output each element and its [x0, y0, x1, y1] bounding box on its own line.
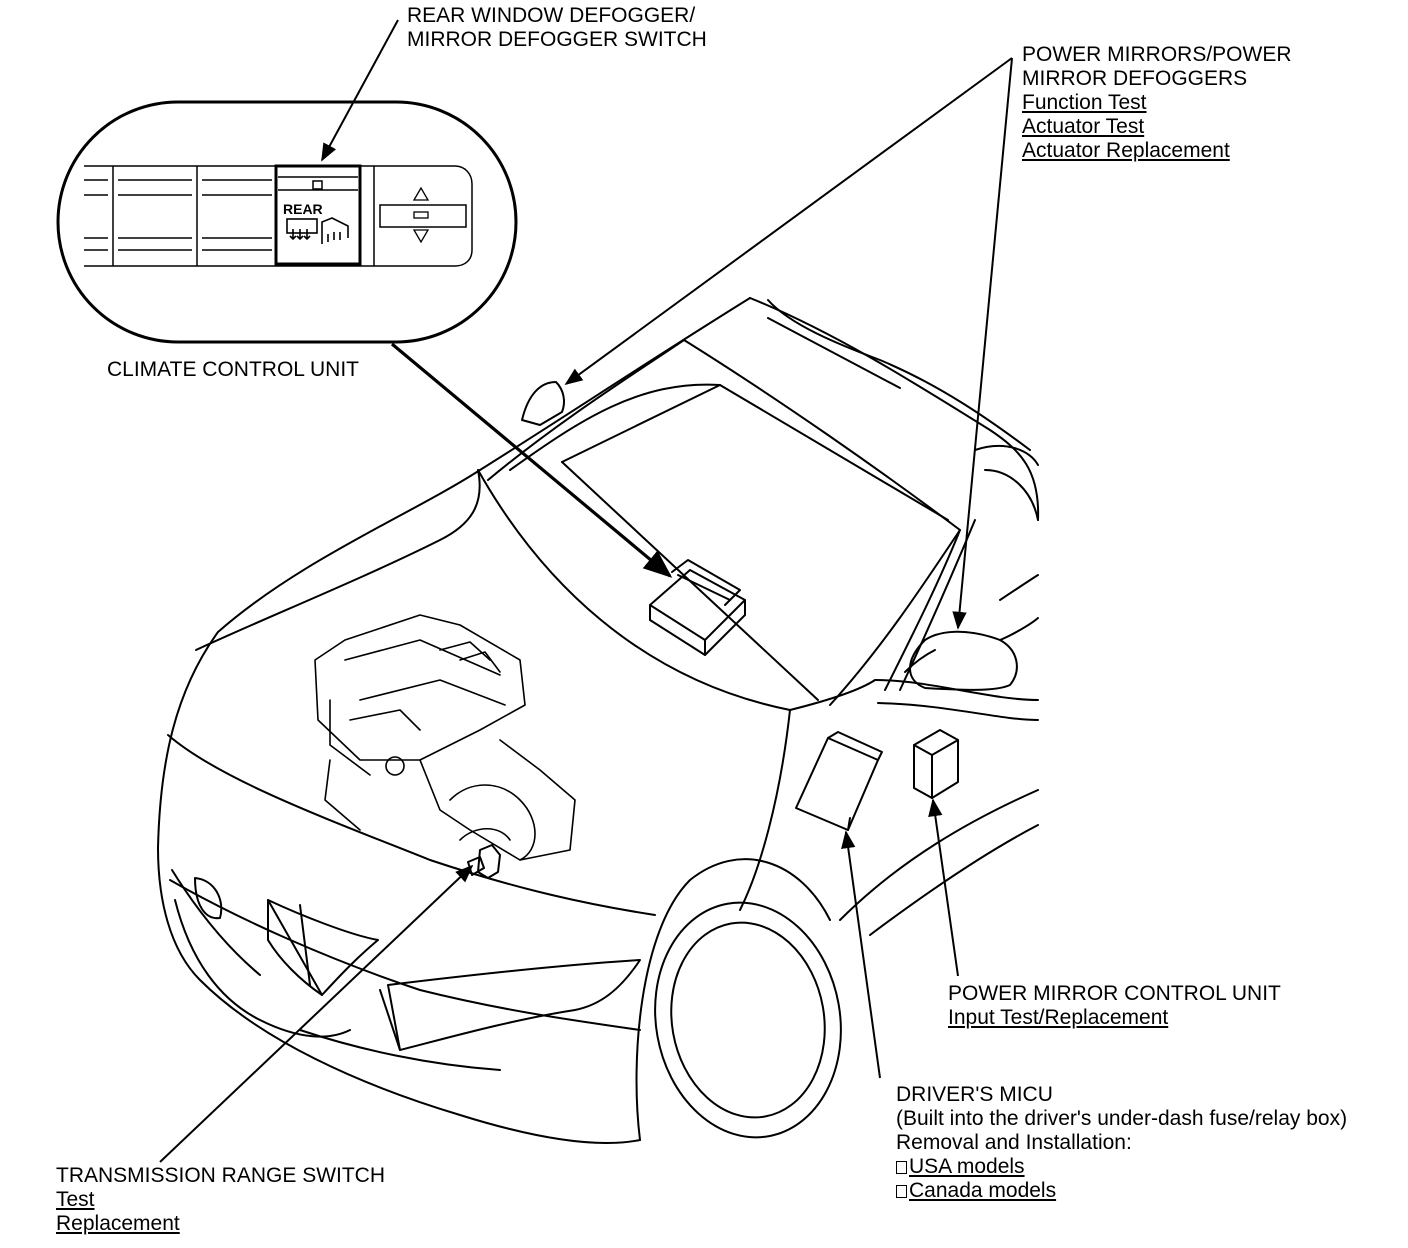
- climate-control-unit-box: [649, 559, 746, 656]
- fan-up-arrow-icon: [412, 186, 430, 201]
- side-window: [884, 445, 1039, 691]
- actuator-replacement-link[interactable]: Actuator Replacement: [1022, 139, 1230, 162]
- leader-climate-control: [390, 342, 673, 578]
- climate-control-unit-label: CLIMATE CONTROL UNIT: [107, 358, 360, 381]
- fan-down-arrow-icon: [412, 229, 430, 244]
- mirror-defrost-icon: [321, 217, 349, 244]
- fan-rocker: [379, 204, 467, 228]
- left-side-mirror: [521, 381, 565, 426]
- drivers-micu-label: DRIVER'S MICU (Built into the driver's u…: [896, 1083, 1347, 1203]
- power-mirror-control-unit-label: POWER MIRROR CONTROL UNIT Input Test/Rep…: [948, 982, 1281, 1030]
- leader-drivers-micu: [841, 830, 881, 1079]
- indicator-light-icon: [312, 180, 323, 190]
- climate-control-inset: REAR: [56, 100, 518, 344]
- drivers-micu-note: (Built into the driver's under-dash fuse…: [896, 1107, 1348, 1130]
- input-test-replacement-link[interactable]: Input Test/Replacement: [948, 1006, 1169, 1029]
- test-link[interactable]: Test: [56, 1188, 95, 1211]
- windshield: [487, 299, 1031, 706]
- power-mirrors-title-line1: POWER MIRRORS/POWER: [1022, 43, 1292, 66]
- rear-defrost-icon: [286, 218, 318, 241]
- rear-defogger-switch-label: REAR WINDOW DEFOGGER/ MIRROR DEFOGGER SW…: [407, 4, 707, 52]
- power-mirror-control-unit-title: POWER MIRROR CONTROL UNIT: [948, 982, 1281, 1005]
- rear-defogger-switch-title-line1: REAR WINDOW DEFOGGER/: [407, 4, 696, 27]
- transmission-range-switch-title: TRANSMISSION RANGE SWITCH: [56, 1164, 386, 1187]
- missing-glyph-icon: [896, 1161, 907, 1174]
- drivers-micu-subtitle: Removal and Installation:: [896, 1131, 1132, 1154]
- drivers-micu-box: [795, 731, 883, 831]
- leader-transmission-range-switch: [159, 864, 474, 1163]
- actuator-test-link[interactable]: Actuator Test: [1022, 115, 1145, 138]
- engine: [314, 614, 576, 861]
- power-mirrors-title-line2: MIRROR DEFOGGERS: [1022, 67, 1248, 90]
- power-mirrors-label: POWER MIRRORS/POWER MIRROR DEFOGGERS Fun…: [1022, 43, 1292, 163]
- power-mirror-control-unit-box: [913, 729, 959, 799]
- leader-rear-defogger: [321, 19, 399, 162]
- rear-defogger-switch-title-line2: MIRROR DEFOGGER SWITCH: [407, 28, 707, 51]
- canada-models-link[interactable]: Canada models: [909, 1179, 1057, 1202]
- replacement-link[interactable]: Replacement: [56, 1212, 180, 1235]
- rear-button-text: REAR: [283, 201, 323, 217]
- drivers-micu-title: DRIVER'S MICU: [896, 1083, 1053, 1106]
- leader-power-mirror-left: [564, 57, 1013, 386]
- headlights: [267, 899, 641, 1051]
- leader-lines: [159, 19, 1013, 1163]
- rear-defogger-button: [274, 164, 362, 266]
- missing-glyph-icon: [896, 1185, 907, 1198]
- right-side-mirror: [904, 574, 1039, 691]
- leader-power-mirror-right: [952, 57, 1013, 630]
- function-test-link[interactable]: Function Test: [1022, 91, 1147, 114]
- usa-models-link[interactable]: USA models: [909, 1155, 1025, 1178]
- front-wheel: [635, 858, 842, 1141]
- transmission-range-switch-label: TRANSMISSION RANGE SWITCH Test Replaceme…: [56, 1164, 385, 1236]
- leader-power-mirror-control: [928, 798, 959, 977]
- grille: [171, 869, 501, 1071]
- car-body-outline: [157, 297, 1040, 1144]
